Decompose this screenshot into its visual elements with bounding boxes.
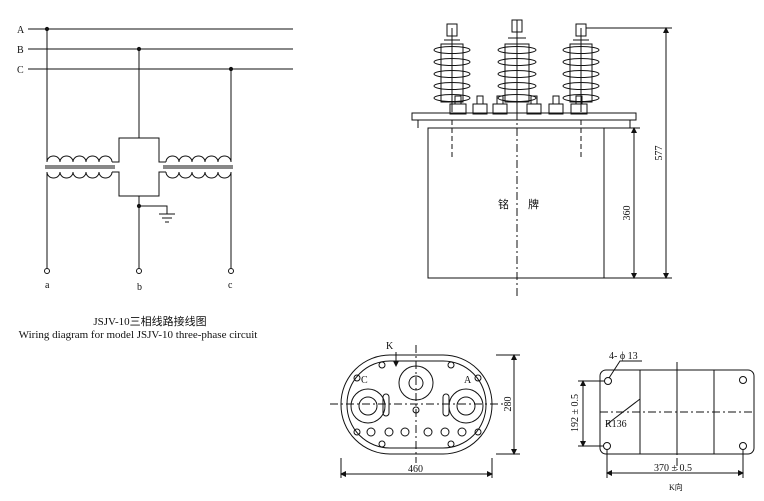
top-c-label: C [361, 375, 368, 386]
insulator-left [433, 23, 471, 112]
view-direction-label: K向 [669, 482, 683, 492]
phase-b-label: B [17, 45, 24, 56]
tank-cover [411, 112, 637, 121]
secondary-winding-right [165, 171, 232, 179]
front-view [411, 19, 672, 296]
secondary-bushings [449, 95, 588, 115]
terminal-a [448, 388, 484, 424]
primary-winding-left [46, 155, 113, 163]
radius-spec: R136 [605, 419, 627, 430]
secondary-winding-left [46, 171, 113, 179]
dim-total-height: 577 [654, 146, 665, 161]
top-a-label: A [464, 375, 472, 386]
terminal-center [398, 365, 434, 401]
mount-hole [739, 442, 747, 450]
nameplate-char-2: 牌 [528, 197, 539, 211]
dim-top-width: 460 [408, 464, 423, 475]
insulator-center [497, 19, 537, 112]
output-c-label: c [228, 280, 233, 291]
top-k-label: K [386, 341, 394, 352]
primary-winding-right [165, 155, 232, 163]
caption-english: Wiring diagram for model JSJV-10 three-p… [18, 329, 258, 341]
phase-a-label: A [17, 25, 25, 36]
terminal-c [350, 388, 386, 424]
ground-icon [159, 213, 175, 223]
mount-hole [603, 442, 611, 450]
mount-hole [739, 376, 747, 384]
base-view [578, 360, 755, 478]
output-a-label: a [45, 280, 50, 291]
insulator-right [562, 23, 600, 112]
mount-hole [604, 377, 612, 385]
top-view [330, 345, 520, 478]
caption-chinese: JSJV-10三相线路接线图 [93, 316, 207, 328]
dim-top-depth: 280 [503, 397, 514, 412]
tank-body [427, 127, 605, 279]
dim-base-depth: 192 ± 0.5 [570, 394, 581, 432]
nameplate-char-1: 铭 [498, 197, 509, 211]
hole-spec: 4- ϕ 13 [609, 351, 638, 362]
output-b-label: b [137, 282, 142, 293]
phase-c-label: C [17, 65, 24, 76]
wiring-diagram [28, 26, 293, 274]
dim-base-width: 370 ± 0.5 [654, 463, 692, 474]
ground-lead [139, 205, 168, 214]
dim-tank-height: 360 [622, 206, 633, 221]
